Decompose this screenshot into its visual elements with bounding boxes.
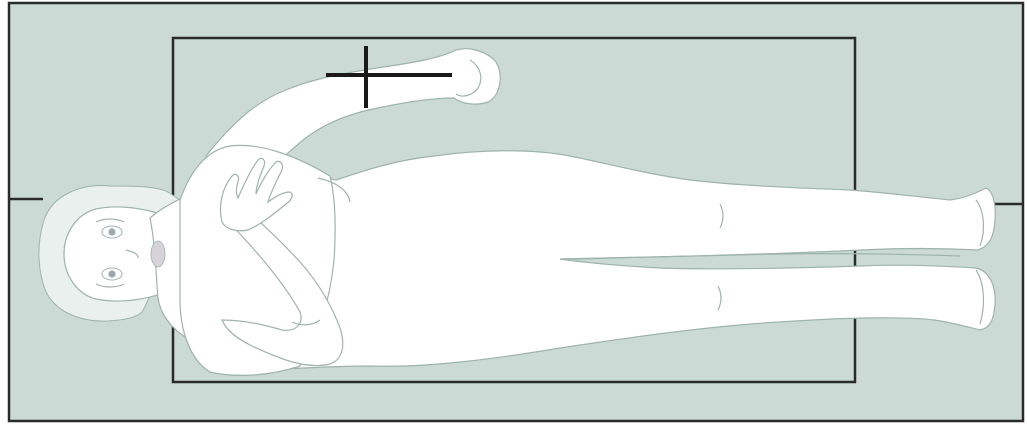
iris-upper <box>108 228 115 235</box>
iris-lower <box>108 270 115 277</box>
lips <box>151 241 165 267</box>
